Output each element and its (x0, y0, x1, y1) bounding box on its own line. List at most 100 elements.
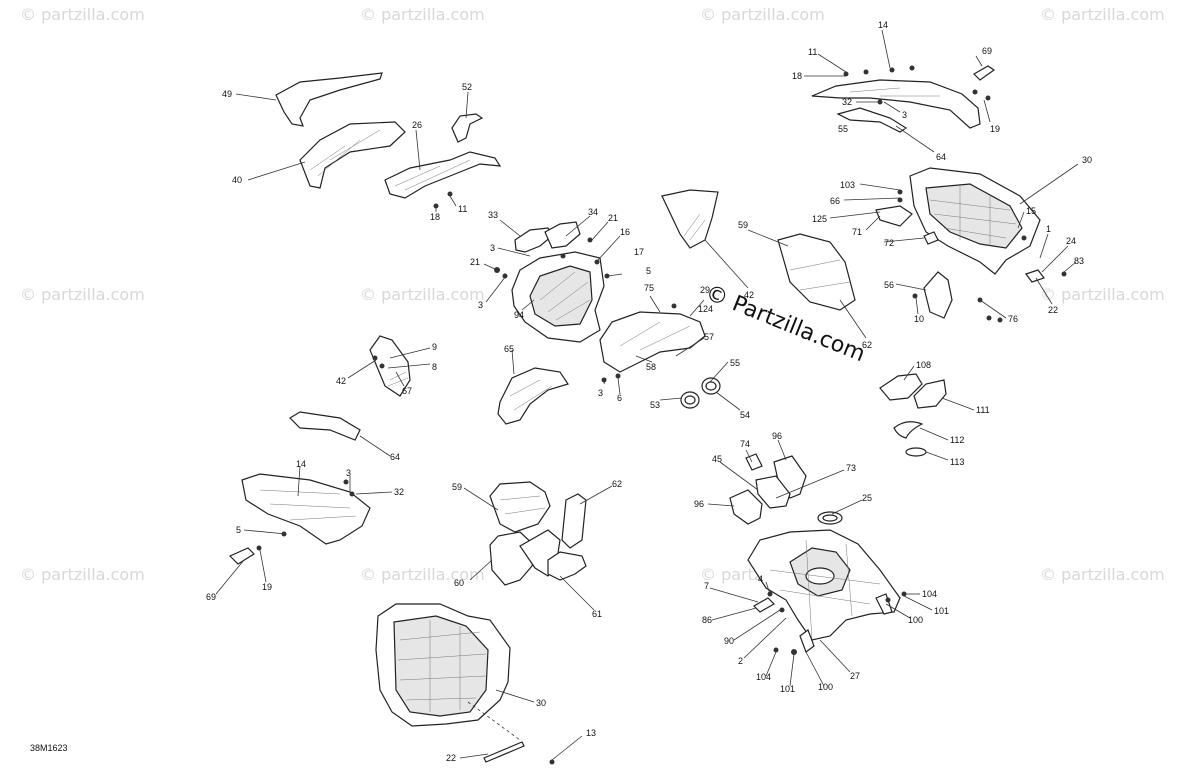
callout-label: 75 (644, 283, 654, 293)
callout-label: 15 (1026, 206, 1036, 216)
callout-label: 52 (462, 82, 472, 92)
callout-label: 73 (846, 463, 856, 473)
callout-label: 49 (222, 89, 232, 99)
watermark: © partzilla.com (360, 565, 485, 584)
callout-label: 17 (634, 247, 644, 257)
leader-lines (215, 29, 1079, 761)
callout-label: 18 (430, 212, 440, 222)
callout-label: 32 (842, 97, 852, 107)
callout-label: 11 (808, 47, 817, 57)
callout-label: 96 (772, 431, 782, 441)
callout-label: 67 (402, 386, 412, 396)
callout-label: 71 (852, 227, 862, 237)
callout-label: 1 (1046, 224, 1051, 234)
callout-label: 8 (432, 362, 437, 372)
callout-label: 24 (1066, 236, 1076, 246)
watermark: © partzilla.com (360, 285, 485, 304)
callout-label: 104 (922, 589, 937, 599)
watermark: © partzilla.com (1040, 5, 1165, 24)
callout-label: 86 (702, 615, 712, 625)
callout-label: 72 (884, 238, 894, 248)
callout-label: 42 (336, 376, 346, 386)
callout-label: 3 (902, 110, 907, 120)
callout-label: 13 (586, 728, 596, 738)
callout-label: 62 (612, 479, 622, 489)
callout-label: 3 (490, 243, 495, 253)
callout-label: 124 (698, 304, 713, 314)
callout-label: 104 (756, 672, 771, 682)
callout-label: 101 (934, 606, 949, 616)
callout-label: 113 (950, 457, 964, 467)
callout-label: 55 (838, 124, 848, 134)
callout-label: 100 (908, 615, 923, 625)
callout-label: 16 (620, 227, 630, 237)
callout-label: 90 (724, 636, 734, 646)
callout-label: 33 (488, 210, 498, 220)
callout-label: 61 (592, 609, 602, 619)
callout-label: 76 (1008, 314, 1018, 324)
callout-label: 7 (704, 581, 709, 591)
watermark: © partzilla.com (360, 5, 485, 24)
callout-label: 27 (850, 671, 860, 681)
callout-label: 64 (936, 152, 946, 162)
callout-label: 9 (432, 342, 437, 352)
callout-label: 19 (262, 582, 272, 592)
callout-label: 55 (730, 358, 740, 368)
callout-label: 94 (514, 310, 524, 320)
callout-label: 4 (758, 574, 763, 584)
callout-label: 21 (470, 257, 480, 267)
watermark: © partzilla.com (1040, 565, 1165, 584)
callout-label: 58 (646, 362, 656, 372)
watermark: © partzilla.com (20, 285, 145, 304)
callout-label: 59 (738, 220, 748, 230)
callout-label: 2 (738, 656, 743, 666)
fastener-markers (256, 65, 1067, 765)
callout-label: 125 (812, 214, 827, 224)
callout-label: 21 (608, 213, 618, 223)
diagram-code: 38M1623 (30, 743, 68, 753)
callout-label: 11 (458, 204, 467, 214)
callout-label: 64 (390, 452, 400, 462)
callout-label: 96 (694, 499, 704, 509)
callout-label: 69 (982, 46, 992, 56)
callout-label: 111 (976, 405, 990, 415)
callout-label: 101 (780, 684, 795, 694)
callout-label: 3 (346, 468, 351, 478)
callout-label: 100 (818, 682, 833, 692)
callout-label: 40 (232, 175, 242, 185)
callout-label: 22 (1048, 305, 1058, 315)
callout-label: 3 (478, 300, 483, 310)
callout-label: 108 (916, 360, 931, 370)
callout-label: 59 (452, 482, 462, 492)
callout-label: 57 (704, 332, 714, 342)
callout-label: 3 (598, 388, 603, 398)
watermark: © partzilla.com (20, 565, 145, 584)
callout-label: 112 (950, 435, 964, 445)
callout-label: 30 (1082, 155, 1092, 165)
callout-label: 45 (712, 454, 722, 464)
callout-label: 26 (412, 120, 422, 130)
callout-label: 54 (740, 410, 750, 420)
callout-label: 10 (914, 314, 924, 324)
callout-label: 60 (454, 578, 464, 588)
callout-label: 30 (536, 698, 546, 708)
callout-label: 103 (840, 180, 855, 190)
callout-label: 66 (830, 196, 840, 206)
callout-label: 34 (588, 207, 598, 217)
callout-label: 53 (650, 400, 660, 410)
watermark: © partzilla.com (20, 5, 145, 24)
callout-label: 14 (878, 20, 888, 30)
callout-label: 32 (394, 487, 404, 497)
callout-label: 22 (446, 753, 456, 763)
callout-label: 62 (862, 340, 872, 350)
callout-label: 69 (206, 592, 216, 602)
callout-label: 5 (236, 525, 241, 535)
callout-label: 19 (990, 124, 1000, 134)
callout-label: 74 (740, 439, 750, 449)
callout-label: 56 (884, 280, 894, 290)
callout-label: 83 (1074, 256, 1084, 266)
callout-labels: 49 52 26 40 11 18 14 11 69 18 32 3 19 55… (206, 20, 1092, 763)
callout-label: 25 (862, 493, 872, 503)
